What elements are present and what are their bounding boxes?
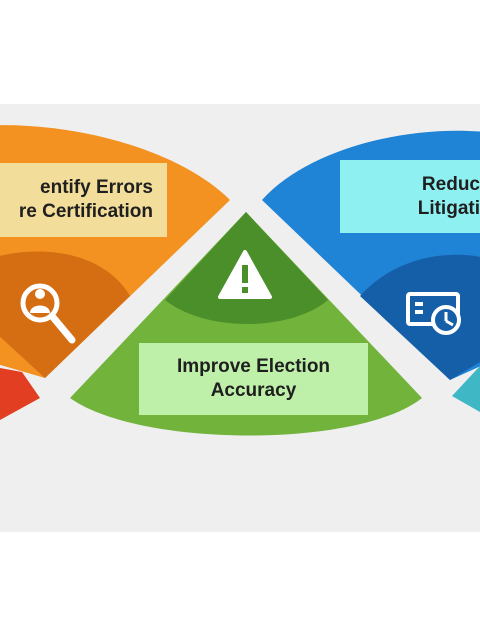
warning-icon <box>218 250 272 299</box>
orange-inner-segment <box>0 251 130 378</box>
right-panel-label: Reduc Litigati <box>340 160 480 233</box>
red-segment <box>0 368 40 420</box>
right-label-line-2: Litigati <box>417 197 480 219</box>
right-label-line-1: Reduc <box>421 173 480 195</box>
left-label-line-1: entify Errors <box>40 177 153 198</box>
ballot-clock-icon <box>406 292 461 335</box>
magnifier-person-icon <box>20 283 76 344</box>
blue-inner-segment <box>360 254 480 380</box>
center-panel-label: Improve Election Accuracy <box>139 343 368 415</box>
left-panel-label: entify Errors re Certification <box>0 163 167 237</box>
left-label-line-2: re Certification <box>18 201 153 222</box>
center-label-line-2: Accuracy <box>210 380 297 401</box>
center-label-line-1: Improve Election <box>176 356 331 377</box>
teal-segment <box>452 366 480 412</box>
